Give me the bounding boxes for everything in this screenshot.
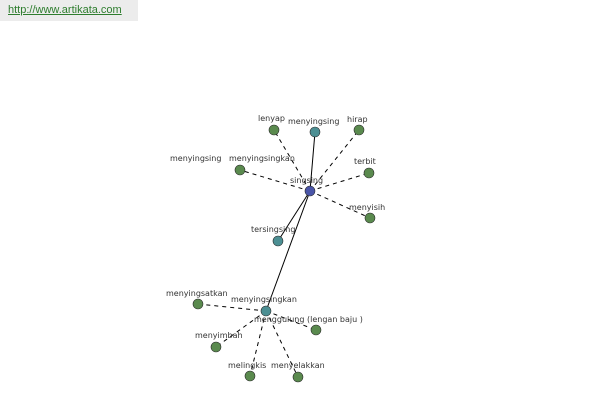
edge-singsing-tersingsing <box>277 190 311 242</box>
edge-menyingsingkan_hub-menggulung <box>265 310 317 331</box>
node-label-terbit[interactable]: terbit <box>354 157 376 166</box>
node-label-hirap[interactable]: hirap <box>347 115 368 124</box>
node-label-menyingsing_left[interactable]: menyingsing <box>170 154 221 163</box>
node-label-melingkis[interactable]: melingkis <box>228 361 266 370</box>
edge-menyingsingkan_hub-melingkis <box>249 310 267 377</box>
node-hirap[interactable] <box>353 124 365 136</box>
url-bar: http://www.artikata.com <box>0 0 138 21</box>
edge-singsing-menyisih <box>309 190 371 219</box>
edge-singsing-menyingsing_top <box>309 131 316 192</box>
node-menggulung[interactable] <box>310 324 322 336</box>
node-label-menyelakkan[interactable]: menyelakkan <box>271 361 325 370</box>
nodes-layer <box>192 124 376 383</box>
node-singsing[interactable] <box>304 185 316 197</box>
node-label-menyimbah[interactable]: menyimbah <box>195 331 243 340</box>
node-label-tersingsing[interactable]: tersingsing <box>251 225 295 234</box>
node-label-menyingsingkan_hub[interactable]: menyingsingkan <box>231 295 297 304</box>
node-label-menyisih[interactable]: menyisih <box>349 203 385 212</box>
node-lenyap[interactable] <box>268 124 280 136</box>
node-melingkis[interactable] <box>244 370 256 382</box>
node-label-menyingsatkan[interactable]: menyingsatkan <box>166 289 228 298</box>
node-menyingsingkan_top[interactable] <box>234 164 246 176</box>
node-label-lenyap[interactable]: lenyap <box>258 114 285 123</box>
edge-singsing-terbit <box>309 172 370 192</box>
node-menyelakkan[interactable] <box>292 371 304 383</box>
node-menyisih[interactable] <box>364 212 376 224</box>
node-menyimbah[interactable] <box>210 341 222 353</box>
edge-singsing-lenyap <box>273 129 311 192</box>
edge-menyingsingkan_hub-menyimbah <box>215 310 267 348</box>
node-menyingsingkan_hub[interactable] <box>260 305 272 317</box>
edges-layer <box>197 129 371 378</box>
node-label-menyingsingkan_top[interactable]: menyingsingkan <box>229 154 295 163</box>
node-label-menyingsing_top[interactable]: menyingsing <box>288 117 339 126</box>
node-terbit[interactable] <box>363 167 375 179</box>
node-menyingsing_top[interactable] <box>309 126 321 138</box>
node-label-singsing[interactable]: singsing <box>290 176 323 185</box>
node-tersingsing[interactable] <box>272 235 284 247</box>
node-menyingsatkan[interactable] <box>192 298 204 310</box>
node-label-menggulung[interactable]: menggulung (lengan baju ) <box>254 315 363 324</box>
edge-menyingsingkan_hub-menyingsatkan <box>197 303 267 312</box>
site-url-link[interactable]: http://www.artikata.com <box>8 4 122 16</box>
edge-singsing-menyingsingkan_hub <box>265 190 311 312</box>
edge-singsing-hirap <box>309 129 360 192</box>
